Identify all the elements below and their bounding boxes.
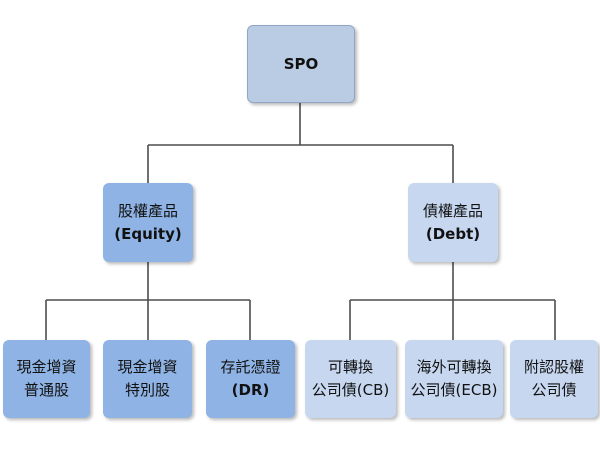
debt-subtitle: (Debt) bbox=[425, 224, 481, 243]
leaf-cash-preferred: 現金增資 特別股 bbox=[103, 340, 192, 418]
leaf-line2: (DR) bbox=[231, 381, 270, 399]
debt-node: 債權產品 (Debt) bbox=[408, 183, 498, 262]
leaf-warrant-bond: 附認股權 公司債 bbox=[510, 340, 598, 418]
debt-title: 債權產品 bbox=[422, 201, 483, 220]
equity-subtitle: (Equity) bbox=[114, 224, 182, 243]
root-node: SPO bbox=[247, 25, 355, 103]
root-label: SPO bbox=[283, 54, 319, 73]
leaf-line2: 公司債(CB) bbox=[311, 381, 390, 399]
leaf-line1: 附認股權 bbox=[523, 358, 584, 376]
leaf-line2: 特別股 bbox=[124, 381, 170, 399]
leaf-line2: 公司債(ECB) bbox=[410, 381, 498, 399]
leaf-overseas-convertible: 海外可轉換 公司債(ECB) bbox=[405, 340, 503, 418]
leaf-line2: 公司債 bbox=[531, 381, 577, 399]
leaf-convertible-bond: 可轉換 公司債(CB) bbox=[305, 340, 396, 418]
equity-node: 股權產品 (Equity) bbox=[103, 183, 193, 262]
leaf-cash-common: 現金增資 普通股 bbox=[3, 340, 90, 418]
equity-title: 股權產品 bbox=[117, 201, 178, 220]
leaf-line1: 存託憑證 bbox=[220, 358, 281, 376]
leaf-line2: 普通股 bbox=[23, 381, 69, 399]
leaf-line1: 可轉換 bbox=[327, 358, 373, 376]
leaf-line1: 現金增資 bbox=[117, 358, 178, 376]
leaf-line1: 現金增資 bbox=[16, 358, 77, 376]
leaf-depositary-receipt: 存託憑證 (DR) bbox=[206, 340, 295, 418]
leaf-line1: 海外可轉換 bbox=[416, 358, 492, 376]
